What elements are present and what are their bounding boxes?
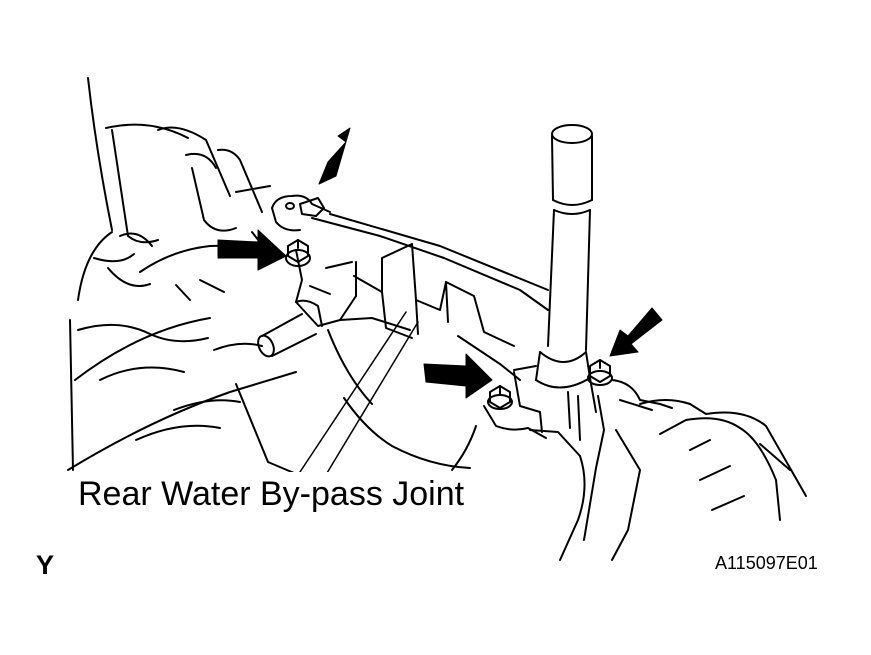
- corner-letter: Y: [36, 550, 55, 580]
- arrow-right: [609, 307, 663, 357]
- engine-block-drawing: [67, 77, 471, 485]
- arrow-left: [217, 229, 287, 271]
- arrow-top: [318, 127, 351, 185]
- bolt-left: [285, 239, 311, 267]
- bolt-nut-drawing: [285, 197, 613, 410]
- arrow-center: [423, 353, 493, 399]
- bypass-joint-drawing: [257, 194, 549, 381]
- bolt-right: [587, 359, 613, 386]
- figure-id: A115097E01: [715, 553, 818, 573]
- callout-leader-lines: [295, 311, 419, 479]
- callout-label: Rear Water By-pass Joint: [74, 472, 471, 518]
- bolt-top: [285, 197, 325, 217]
- bypass-pipe-drawing: [451, 124, 807, 561]
- arrow-pointer-icon: [217, 127, 663, 399]
- bolt-center: [487, 385, 513, 410]
